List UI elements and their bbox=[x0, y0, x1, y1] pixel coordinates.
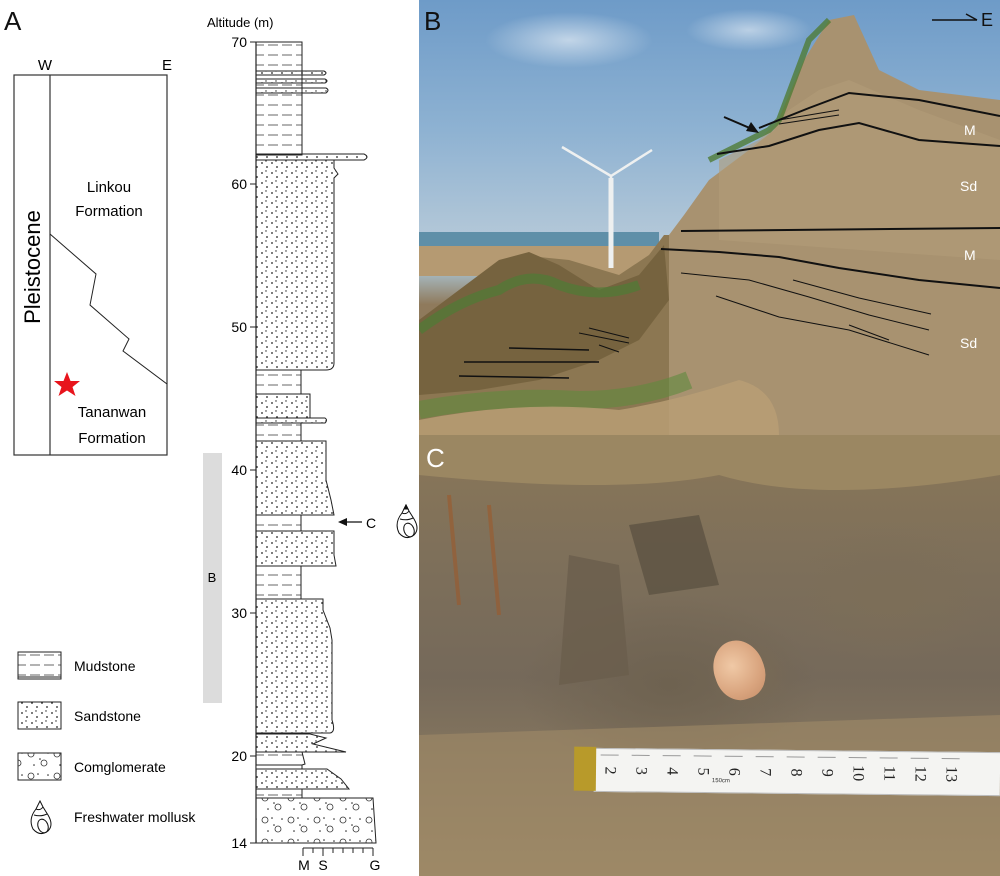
snail-icon bbox=[396, 503, 418, 539]
photo-b-layer-m-lower: M bbox=[964, 247, 976, 263]
grain-m-label: M bbox=[298, 857, 310, 873]
svg-text:60: 60 bbox=[231, 176, 247, 192]
tape-length-text: 150cm bbox=[711, 778, 730, 785]
linkou-label-line2: Formation bbox=[75, 203, 143, 220]
grain-size-scale bbox=[302, 847, 374, 856]
direction-e-label: E bbox=[162, 57, 172, 74]
measuring-tape: 2 3 4 5 6 7 8 9 10 11 12 13 150cm bbox=[573, 746, 1000, 797]
direction-w-label: W bbox=[38, 57, 53, 74]
photo-b-range-bar bbox=[203, 453, 222, 703]
panel-label-a: A bbox=[4, 6, 22, 36]
altitude-axis: 70 60 50 40 30 20 14 bbox=[231, 34, 257, 851]
arrow-icon bbox=[723, 116, 759, 133]
legend-mudstone-label: Mudstone bbox=[74, 658, 136, 674]
photo-c-marker-label: C bbox=[366, 515, 376, 531]
panel-label-b: B bbox=[424, 6, 442, 36]
svg-text:40: 40 bbox=[231, 462, 247, 478]
stratigraphic-diagram: W E Pleistocene Linkou Formation Tananwa… bbox=[13, 15, 418, 873]
linkou-label-line1: Linkou bbox=[87, 179, 131, 196]
star-icon bbox=[54, 372, 80, 396]
photo-b-layer-sd-upper: Sd bbox=[960, 178, 978, 194]
legend-snail-icon bbox=[30, 799, 52, 835]
legend-conglomerate-label: Comglomerate bbox=[74, 759, 166, 775]
tananwan-label-line1: Tananwan bbox=[78, 404, 146, 421]
grain-g-label: G bbox=[370, 857, 381, 873]
direction-arrow-icon bbox=[932, 13, 978, 21]
photo-b-layer-m-upper: M bbox=[964, 122, 976, 138]
altitude-axis-title: Altitude (m) bbox=[207, 15, 273, 30]
photo-c-marker bbox=[338, 518, 362, 526]
legend-sandstone-label: Sandstone bbox=[74, 708, 141, 724]
formation-chart bbox=[13, 74, 168, 456]
photo-b-outcrop: B E M Sd M Sd bbox=[419, 0, 1000, 435]
svg-text:50: 50 bbox=[231, 319, 247, 335]
photo-b-layer-sd-lower: Sd bbox=[960, 335, 978, 351]
grain-s-label: S bbox=[318, 857, 327, 873]
section-column bbox=[255, 41, 377, 844]
photo-c-fossil-closeup: 2 3 4 5 6 7 8 9 10 11 12 13 150cm C bbox=[419, 435, 1000, 876]
svg-text:20: 20 bbox=[231, 748, 247, 764]
photo-b-range-label: B bbox=[208, 570, 217, 585]
photo-b-direction-label: E bbox=[981, 10, 994, 30]
svg-text:14: 14 bbox=[231, 835, 247, 851]
svg-text:70: 70 bbox=[231, 34, 247, 50]
legend-mollusk-label: Freshwater mollusk bbox=[74, 809, 196, 825]
tananwan-label-line2: Formation bbox=[78, 430, 146, 447]
panel-label-c: C bbox=[426, 443, 445, 473]
svg-text:30: 30 bbox=[231, 605, 247, 621]
legend bbox=[17, 651, 62, 835]
wind-turbine bbox=[561, 145, 653, 268]
epoch-label: Pleistocene bbox=[20, 210, 45, 324]
